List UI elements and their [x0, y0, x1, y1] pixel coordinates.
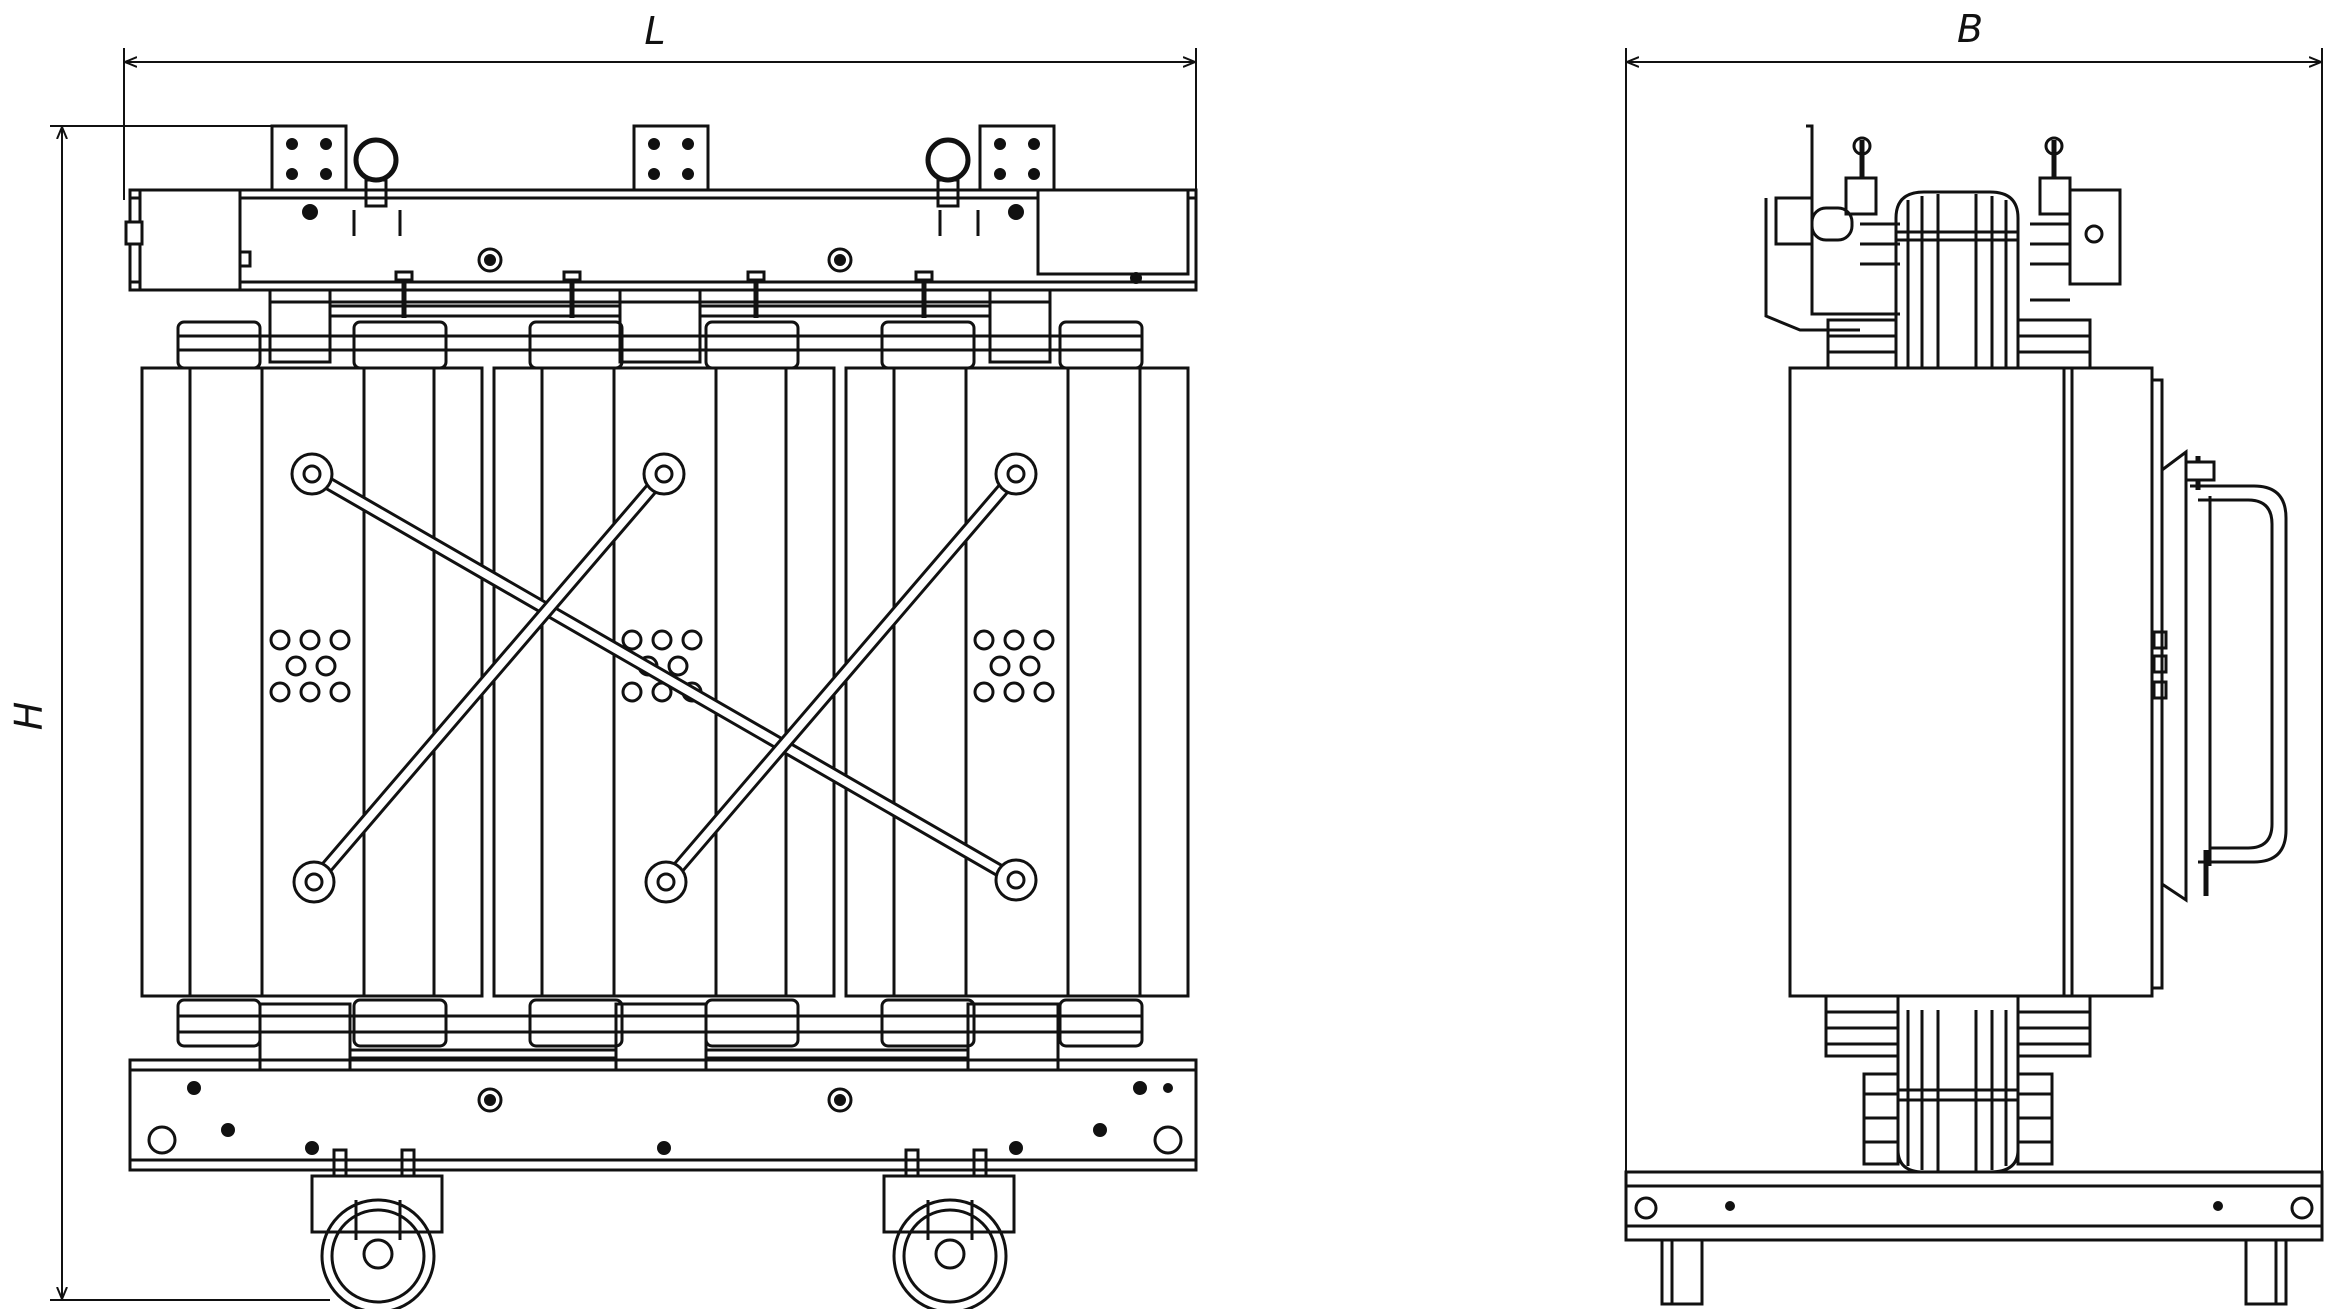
bottom-clamp-beam — [128, 1058, 1198, 1172]
bottom-spacers — [176, 998, 1144, 1048]
side-coil — [1788, 366, 2164, 998]
side-top-spacers — [1826, 318, 2092, 370]
lifting-eye — [925, 137, 971, 208]
dimension-l-label: L — [644, 9, 665, 53]
dimension-b: B — [1625, 7, 2323, 1180]
lifting-plate — [978, 124, 1056, 192]
tap-holes — [973, 629, 1055, 703]
top-bolts — [394, 270, 934, 318]
dimension-h: H — [7, 125, 330, 1301]
wheel — [882, 1148, 1016, 1309]
dimension-l: L — [123, 9, 1197, 200]
top-clamp-beam — [124, 188, 1198, 292]
side-handle — [2152, 449, 2288, 903]
tap-holes — [269, 629, 351, 703]
front-view — [124, 124, 1198, 1309]
dimension-b-label: B — [1957, 7, 1983, 51]
side-view — [1624, 124, 2324, 1306]
core-column-lower — [1862, 1010, 2054, 1174]
lifting-eye — [353, 137, 399, 208]
terminal-lugs — [290, 452, 1038, 904]
side-bottom-spacers — [1824, 994, 2092, 1058]
lifting-plate — [270, 124, 348, 192]
lifting-plate — [632, 124, 710, 192]
wheel — [310, 1148, 444, 1309]
dimension-h-label: H — [7, 702, 51, 731]
core-column-upper — [1894, 190, 2020, 368]
side-base — [1624, 1170, 2324, 1306]
upper-terminals — [1764, 124, 2122, 332]
connection-bar — [659, 467, 1023, 889]
connection-bar — [307, 467, 671, 889]
upper-yoke — [268, 288, 1052, 364]
connection-bar — [305, 467, 1023, 887]
